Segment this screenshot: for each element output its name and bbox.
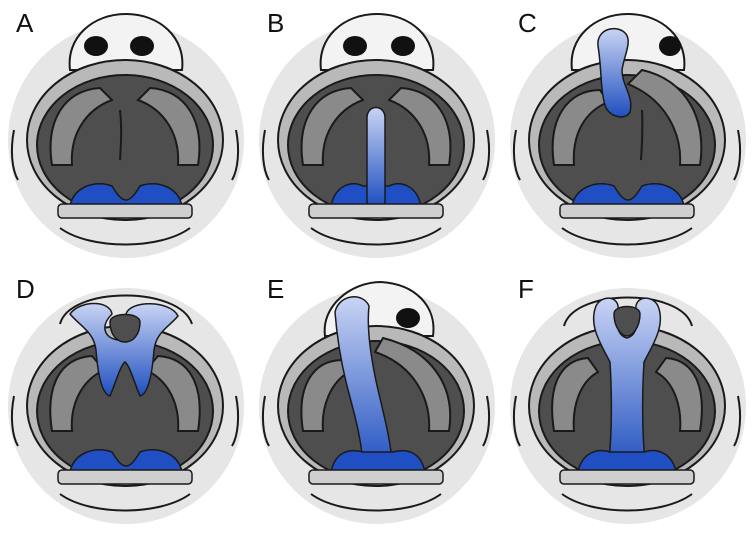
nostril-right — [659, 36, 681, 56]
nostril-right — [396, 308, 420, 328]
lower-lip — [58, 470, 192, 484]
panel-label-c: C — [518, 10, 537, 36]
tongue — [578, 451, 676, 472]
mouth-illustration-c — [502, 0, 753, 266]
nostril-right — [391, 36, 415, 56]
panel-label-a: A — [16, 10, 33, 36]
panel-b: B — [251, 0, 502, 266]
mouth-illustration-f — [502, 266, 753, 532]
premaxilla — [110, 315, 140, 343]
lower-lip — [309, 470, 443, 484]
panel-label-f: F — [518, 276, 534, 302]
mouth-illustration-a — [0, 0, 251, 266]
panel-label-b: B — [267, 10, 284, 36]
panel-c: C — [502, 0, 753, 266]
panel-e: E — [251, 266, 502, 532]
lower-lip — [560, 470, 694, 484]
panel-f: F — [502, 266, 753, 532]
nostril-left — [343, 36, 367, 56]
panel-label-d: D — [16, 276, 35, 302]
mouth-illustration-b — [251, 0, 502, 266]
nostril-right — [130, 36, 154, 56]
panel-a: A — [0, 0, 251, 266]
lower-lip — [560, 204, 694, 218]
panel-label-e: E — [267, 276, 284, 302]
nostril-left — [84, 36, 108, 56]
panel-d: D — [0, 266, 251, 532]
cleft-soft-palate — [367, 108, 385, 207]
lower-lip — [309, 204, 443, 218]
mouth-illustration-d — [0, 266, 251, 532]
palatal-raphe — [120, 110, 121, 160]
tongue — [331, 451, 425, 472]
mouth-illustration-e — [251, 266, 502, 532]
lower-lip — [58, 204, 192, 218]
